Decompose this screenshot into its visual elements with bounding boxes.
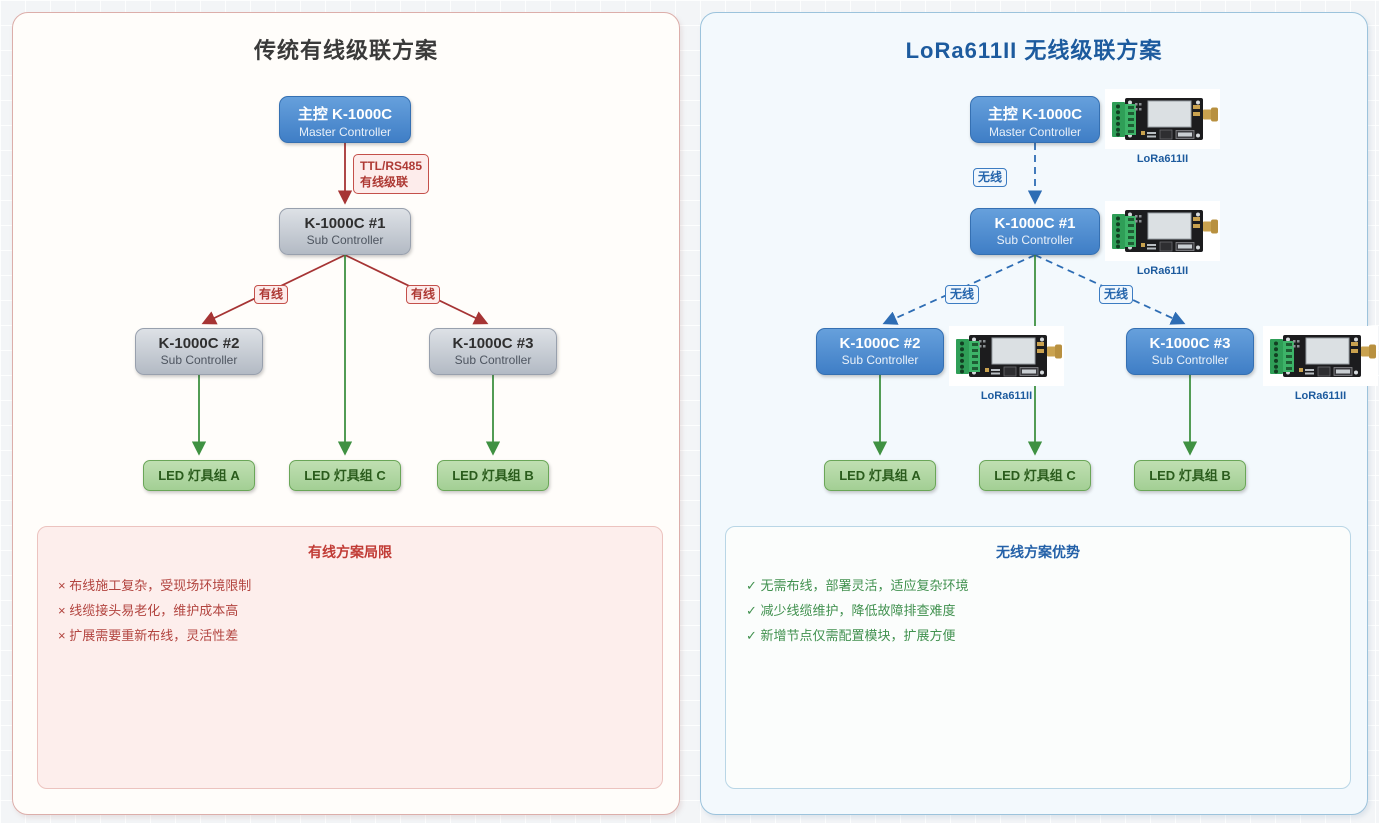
lora-module-sub1: LoRa611II xyxy=(1105,201,1220,277)
node-title: 主控 K-1000C xyxy=(987,106,1083,123)
led-group-a-node: LED 灯具组 A xyxy=(143,460,255,491)
lora-module-label: LoRa611II xyxy=(1136,153,1189,165)
wired-link-label-line1: TTL/RS485 xyxy=(360,159,423,173)
wired-limitations-card: 有线方案局限 × 布线施工复杂，受现场环境限制 × 线缆接头易老化，维护成本高 … xyxy=(37,526,663,789)
node-title: K-1000C #3 xyxy=(1149,335,1231,352)
lora-module-label: LoRa611II xyxy=(980,390,1033,402)
lora-module-sub3: LoRa611II xyxy=(1263,326,1378,402)
node-subtitle: Sub Controller xyxy=(306,233,384,247)
sub-controller-1-node: K-1000C #1 Sub Controller xyxy=(279,208,411,255)
limitation-item: × 布线施工复杂，受现场环境限制 xyxy=(58,578,252,593)
sub-controller-2-node: K-1000C #2 Sub Controller xyxy=(135,328,263,375)
node-subtitle: Sub Controller xyxy=(841,353,919,367)
lora-module-sub2: LoRa611II xyxy=(949,326,1064,402)
node-subtitle: Master Controller xyxy=(988,125,1082,139)
advantage-item: ✓ 无需布线，部署灵活，适应复杂环境 xyxy=(746,578,969,593)
master-controller-node: 主控 K-1000C Master Controller xyxy=(970,96,1100,143)
lora-module-photo xyxy=(949,326,1064,386)
wired-limitations-title: 有线方案局限 xyxy=(308,544,392,560)
lora-module-label: LoRa611II xyxy=(1294,390,1347,402)
master-controller-node: 主控 K-1000C Master Controller xyxy=(279,96,411,143)
wired-badge-left: 有线 xyxy=(254,285,289,304)
wireless-scheme-title: LoRa611II 无线级联方案 xyxy=(905,38,1163,63)
lora-module-master: LoRa611II xyxy=(1105,89,1220,165)
node-title: K-1000C #2 xyxy=(158,335,240,352)
advantage-item: ✓ 新增节点仅需配置模块，扩展方便 xyxy=(746,628,956,643)
lora-module-photo xyxy=(1105,89,1220,149)
advantage-item: ✓ 减少线缆维护，降低故障排查难度 xyxy=(746,603,956,618)
sub-controller-3-node: K-1000C #3 Sub Controller xyxy=(429,328,557,375)
wireless-advantages-title: 无线方案优势 xyxy=(996,544,1080,560)
lora-module-photo xyxy=(1263,326,1378,386)
node-title: 主控 K-1000C xyxy=(297,106,393,123)
sub-controller-2-node: K-1000C #2 Sub Controller xyxy=(816,328,944,375)
node-subtitle: Sub Controller xyxy=(160,353,238,367)
lora-module-photo xyxy=(1105,201,1220,261)
node-title: K-1000C #2 xyxy=(839,335,921,352)
node-title: K-1000C #1 xyxy=(994,215,1076,232)
node-subtitle: Sub Controller xyxy=(996,233,1074,247)
wireless-advantages-list: ✓ 无需布线，部署灵活，适应复杂环境 ✓ 减少线缆维护，降低故障排查难度 ✓ 新… xyxy=(746,579,1350,642)
wired-link-label-line2: 有线级联 xyxy=(360,175,409,189)
wireless-badge-top: 无线 xyxy=(973,168,1008,187)
wired-limitations-list: × 布线施工复杂，受现场环境限制 × 线缆接头易老化，维护成本高 × 扩展需要重… xyxy=(58,579,662,642)
wireless-badge-right: 无线 xyxy=(1099,285,1134,304)
sub-controller-1-node: K-1000C #1 Sub Controller xyxy=(970,208,1100,255)
limitation-item: × 扩展需要重新布线，灵活性差 xyxy=(58,628,239,643)
wired-scheme-title: 传统有线级联方案 xyxy=(253,38,438,63)
wireless-advantages-card: 无线方案优势 ✓ 无需布线，部署灵活，适应复杂环境 ✓ 减少线缆维护，降低故障排… xyxy=(725,526,1351,789)
wireless-scheme-panel: LoRa611II 无线级联方案 主控 K-1000C Master Contr… xyxy=(700,12,1378,815)
node-subtitle: Sub Controller xyxy=(454,353,532,367)
limitation-item: × 线缆接头易老化，维护成本高 xyxy=(58,603,239,618)
wired-link-label: TTL/RS485 有线级联 xyxy=(353,154,430,194)
node-title: K-1000C #1 xyxy=(304,215,386,232)
led-group-c-node: LED 灯具组 C xyxy=(289,460,401,491)
wireless-badge-left: 无线 xyxy=(945,285,980,304)
wired-badge-right: 有线 xyxy=(406,285,441,304)
sub-controller-3-node: K-1000C #3 Sub Controller xyxy=(1126,328,1254,375)
led-group-a-node: LED 灯具组 A xyxy=(824,460,936,491)
node-subtitle: Master Controller xyxy=(298,125,392,139)
led-group-b-node: LED 灯具组 B xyxy=(1134,460,1246,491)
node-title: K-1000C #3 xyxy=(452,335,534,352)
node-subtitle: Sub Controller xyxy=(1151,353,1229,367)
wired-scheme-panel: 传统有线级联方案 主控 K-1000C Master Controller TT… xyxy=(12,12,680,815)
led-group-c-node: LED 灯具组 C xyxy=(979,460,1091,491)
led-group-b-node: LED 灯具组 B xyxy=(437,460,549,491)
lora-module-label: LoRa611II xyxy=(1136,265,1189,277)
